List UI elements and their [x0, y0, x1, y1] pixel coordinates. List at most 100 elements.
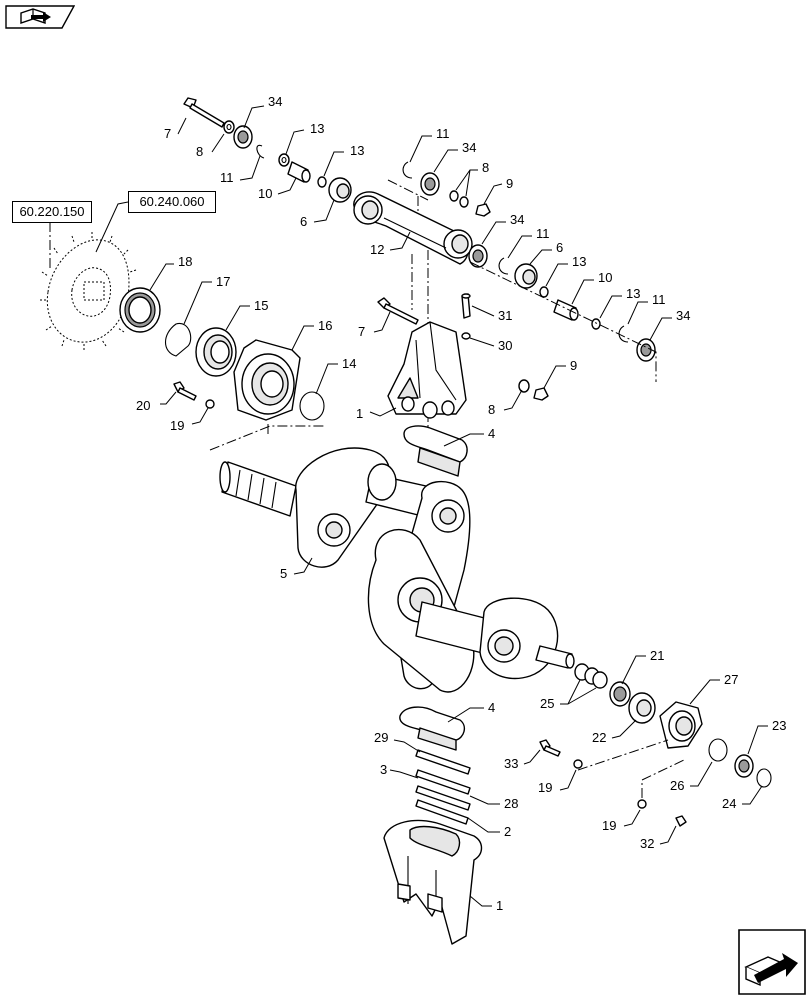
washer-8-top: [223, 120, 235, 134]
callout-30[interactable]: 30: [498, 338, 512, 353]
callout-4b[interactable]: 4: [488, 700, 495, 715]
bearing-15: [195, 327, 237, 377]
washer-30: [461, 332, 471, 340]
callout-9b[interactable]: 9: [570, 358, 577, 373]
callout-34b[interactable]: 34: [462, 140, 476, 155]
leader-4b: [447, 707, 484, 723]
callout-8c[interactable]: 8: [488, 402, 495, 417]
leader-11d: [627, 301, 648, 325]
leader-9a: [483, 183, 503, 205]
callout-11d[interactable]: 11: [652, 292, 666, 307]
callout-7[interactable]: 7: [164, 126, 171, 141]
callout-22[interactable]: 22: [592, 730, 606, 745]
callout-9[interactable]: 9: [506, 176, 513, 191]
callout-13c[interactable]: 13: [572, 254, 586, 269]
callout-3[interactable]: 3: [380, 762, 387, 777]
circlip-17: [164, 323, 192, 357]
sprocket-ghost: [40, 232, 138, 350]
connecting-rod-12: [353, 191, 473, 265]
callout-26[interactable]: 26: [670, 778, 684, 793]
callout-10b[interactable]: 10: [598, 270, 612, 285]
callout-6[interactable]: 6: [300, 214, 307, 229]
callout-28[interactable]: 28: [504, 796, 518, 811]
callout-19b[interactable]: 19: [538, 780, 552, 795]
callout-11c[interactable]: 11: [536, 226, 550, 241]
next-page-arrow-icon[interactable]: [738, 929, 806, 995]
callout-34c[interactable]: 34: [510, 212, 524, 227]
reference-box-60-240-060[interactable]: 60.240.060: [128, 191, 216, 213]
callout-24[interactable]: 24: [722, 796, 736, 811]
callout-13[interactable]: 13: [310, 121, 324, 136]
callout-25[interactable]: 25: [540, 696, 554, 711]
callout-34[interactable]: 34: [268, 94, 282, 109]
washer-8b-1: [449, 190, 459, 202]
leader-20: [160, 391, 177, 405]
ring-13d: [591, 318, 601, 330]
callout-11[interactable]: 11: [220, 170, 234, 185]
callout-4[interactable]: 4: [488, 426, 495, 441]
callout-18[interactable]: 18: [178, 254, 192, 269]
bracket-1-upper: [387, 321, 467, 419]
callout-1[interactable]: 1: [356, 406, 363, 421]
leader-8a: [211, 133, 225, 153]
leader-4a: [443, 433, 484, 447]
leader-2: [467, 817, 500, 833]
leader-29: [393, 739, 421, 753]
callout-7b[interactable]: 7: [358, 324, 365, 339]
callout-32[interactable]: 32: [640, 836, 654, 851]
seal-23: [734, 754, 754, 778]
callout-21[interactable]: 21: [650, 648, 664, 663]
callout-17[interactable]: 17: [216, 274, 230, 289]
callout-10[interactable]: 10: [258, 186, 272, 201]
callout-27[interactable]: 27: [724, 672, 738, 687]
bolt-20: [173, 381, 197, 401]
callout-2[interactable]: 2: [504, 824, 511, 839]
bearing-cap-1-lower: [383, 819, 483, 945]
callout-16[interactable]: 16: [318, 318, 332, 333]
leader-6a: [313, 199, 335, 223]
circlip-11-top: [256, 144, 265, 159]
callout-13b[interactable]: 13: [350, 143, 364, 158]
bushing-10-top: [287, 161, 311, 183]
callout-20[interactable]: 20: [136, 398, 150, 413]
washer-19b: [573, 759, 583, 769]
leader-21: [621, 655, 646, 685]
callout-31[interactable]: 31: [498, 308, 512, 323]
callout-5[interactable]: 5: [280, 566, 287, 581]
leader-6b: [529, 249, 552, 265]
ring-13c: [539, 286, 549, 298]
callout-8[interactable]: 8: [196, 144, 203, 159]
callout-29[interactable]: 29: [374, 730, 388, 745]
leader-7a: [177, 117, 187, 135]
leader-28: [469, 795, 500, 805]
callout-19c[interactable]: 19: [602, 818, 616, 833]
leader-14: [315, 363, 338, 395]
book-arrow-icon[interactable]: [5, 5, 75, 29]
callout-1b[interactable]: 1: [496, 898, 503, 913]
housing-27: [659, 701, 703, 749]
leader-19b: [559, 769, 577, 791]
callout-15[interactable]: 15: [254, 298, 268, 313]
leader-23: [747, 725, 768, 755]
callout-33[interactable]: 33: [504, 756, 518, 771]
callout-11b[interactable]: 11: [436, 126, 450, 141]
leader-32: [659, 825, 677, 845]
bearing-22: [628, 692, 656, 724]
callout-8b[interactable]: 8: [482, 160, 489, 175]
seal-34-top: [233, 125, 253, 149]
shim-28: [415, 785, 471, 811]
leader-18: [149, 263, 174, 291]
callout-19[interactable]: 19: [170, 418, 184, 433]
callout-23[interactable]: 23: [772, 718, 786, 733]
ref-leader-2: [95, 201, 129, 253]
callout-6b[interactable]: 6: [556, 240, 563, 255]
callout-34d[interactable]: 34: [676, 308, 690, 323]
leader-27: [689, 679, 720, 705]
reference-box-60-220-150[interactable]: 60.220.150: [12, 201, 92, 223]
axis-line-lower-right: [577, 739, 685, 798]
leader-11b: [409, 135, 432, 163]
callout-14[interactable]: 14: [342, 356, 356, 371]
leader-10b: [571, 279, 594, 305]
callout-12[interactable]: 12: [370, 242, 384, 257]
callout-13d[interactable]: 13: [626, 286, 640, 301]
